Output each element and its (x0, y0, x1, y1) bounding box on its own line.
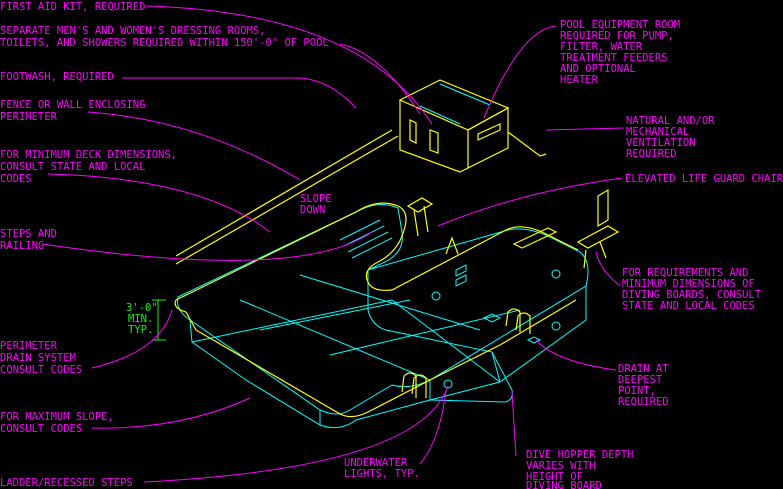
label-deck-line1: FOR MINIMUM DECK DIMENSIONS, (0, 149, 177, 161)
label-pool-equip-line6: HEATER (560, 74, 599, 86)
leader-lines (41, 5, 625, 483)
label-fence-line2: PERIMETER (0, 111, 58, 123)
label-slope-down-line1: SLOPE (300, 193, 332, 205)
label-drain-line3: POINT, (618, 385, 656, 397)
depth-dimension (152, 299, 166, 341)
label-pool-equip-line4: TREATMENT FEEDERS (560, 52, 667, 64)
label-depth-line3: TYP. (128, 324, 153, 336)
label-max-slope-line2: CONSULT CODES (0, 423, 82, 435)
label-drain-line4: REQUIRED (618, 396, 669, 408)
label-hopper-line2: VARIES WITH (526, 460, 596, 472)
label-diving-line3: DIVING BOARDS, CONSULT (622, 289, 762, 301)
label-vent-line2: MECHANICAL (626, 126, 689, 138)
label-hopper-line3: HEIGHT OF (526, 471, 583, 483)
label-steps-line1: STEPS AND (0, 228, 57, 240)
label-deck-line2: CONSULT STATE AND LOCAL (0, 161, 145, 173)
label-max-slope-line1: FOR MAXIMUM SLOPE, (0, 411, 114, 423)
diving-board (512, 227, 558, 249)
label-slope-down-line2: DOWN (300, 204, 325, 216)
label-pool-equip-line5: AND OPTIONAL (560, 63, 636, 75)
label-lights-line1: UNDERWATER (344, 457, 408, 469)
label-perimeter-line2: DRAIN SYSTEM (0, 352, 76, 364)
label-dressing-line1: SEPARATE MEN'S AND WOMEN'S DRESSING ROOM… (0, 25, 266, 37)
label-drain-line1: DRAIN AT (618, 363, 669, 375)
label-depth-line2: MIN. (128, 313, 153, 325)
label-pool-equip-line1: POOL EQUIPMENT ROOM (560, 19, 680, 31)
label-lights-line2: LIGHTS, TYP. (344, 468, 420, 480)
equipment-room (398, 79, 547, 173)
ladders (401, 236, 531, 398)
label-deck-line3: CODES (0, 173, 32, 185)
label-drain-line2: DEEPEST (618, 374, 663, 386)
label-footwash: FOOTWASH, REQUIRED (0, 71, 114, 83)
label-steps-line2: RAILING (0, 240, 44, 252)
label-lifeguard: ELEVATED LIFE GUARD CHAIR (625, 173, 783, 185)
label-vent-line4: REQUIRED (626, 148, 677, 160)
lifeguard-chair (406, 188, 620, 269)
label-hopper-line1: DIVE HOPPER DEPTH (526, 449, 633, 461)
label-vent-line1: NATURAL AND/OR (626, 115, 715, 127)
label-perimeter-line1: PERIMETER (0, 340, 58, 352)
label-perimeter-line3: CONSULT CODES (0, 364, 82, 376)
label-diving-line1: FOR REQUIREMENTS AND (622, 267, 748, 279)
pool-coping (174, 129, 579, 418)
label-pool-equip-line3: FILTER, WATER (560, 41, 643, 53)
label-pool-equip-line2: REQUIRED FOR PUMP, (560, 30, 674, 42)
label-ladder: LADDER/RECESSED STEPS (0, 477, 133, 489)
pool-shell (177, 204, 589, 429)
label-diving-line2: MINIMUM DIMENSIONS OF (622, 278, 755, 290)
label-hopper-line4: DIVING BOARD (526, 480, 602, 489)
label-fence-line1: FENCE OR WALL ENCLOSING (0, 99, 145, 111)
label-depth-line1: 3'-0" (126, 302, 158, 314)
label-first-aid: FIRST AID KIT, REQUIRED (0, 1, 145, 13)
label-dressing-line2: TOILETS, AND SHOWERS REQUIRED WITHIN 150… (0, 37, 329, 49)
label-vent-line3: VENTILATION (626, 137, 696, 149)
label-diving-line4: STATE AND LOCAL CODES (622, 300, 755, 312)
